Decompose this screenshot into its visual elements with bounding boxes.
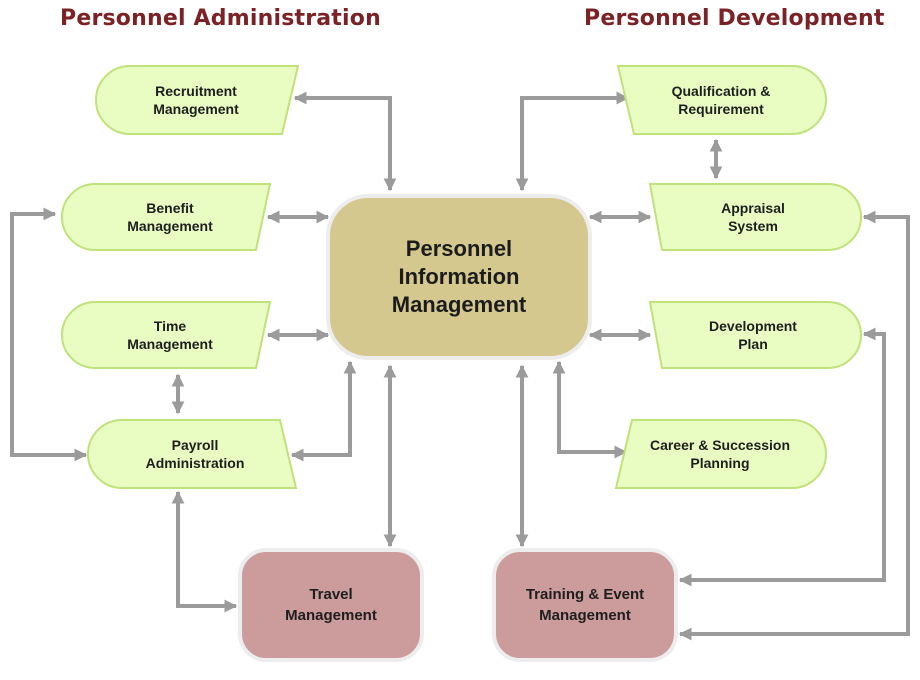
development-plan-node[interactable] [648,301,862,369]
personnel-administration-heading: Personnel Administration [60,6,381,31]
training-event-management-node[interactable] [492,548,678,662]
connector-appraisal-training-loop [678,210,910,641]
recruitment-management-node[interactable] [95,65,300,135]
connector-recruitment-center [293,91,397,192]
connector-center-career [552,360,628,459]
appraisal-system-node[interactable] [648,183,862,251]
connector-benefit-payroll-loop [10,207,88,462]
connector-payroll-center [290,360,357,462]
personnel-information-management-node[interactable] [326,194,592,360]
career-succession-node[interactable] [614,419,827,489]
connector-center-qualification [515,91,630,192]
qualification-requirement-node[interactable] [616,65,827,135]
payroll-administration-node[interactable] [87,419,298,489]
connector-payroll-travel [171,490,238,613]
time-management-node[interactable] [61,301,272,369]
benefit-management-node[interactable] [61,183,272,251]
personnel-development-heading: Personnel Development [584,6,885,31]
travel-management-node[interactable] [238,548,424,662]
